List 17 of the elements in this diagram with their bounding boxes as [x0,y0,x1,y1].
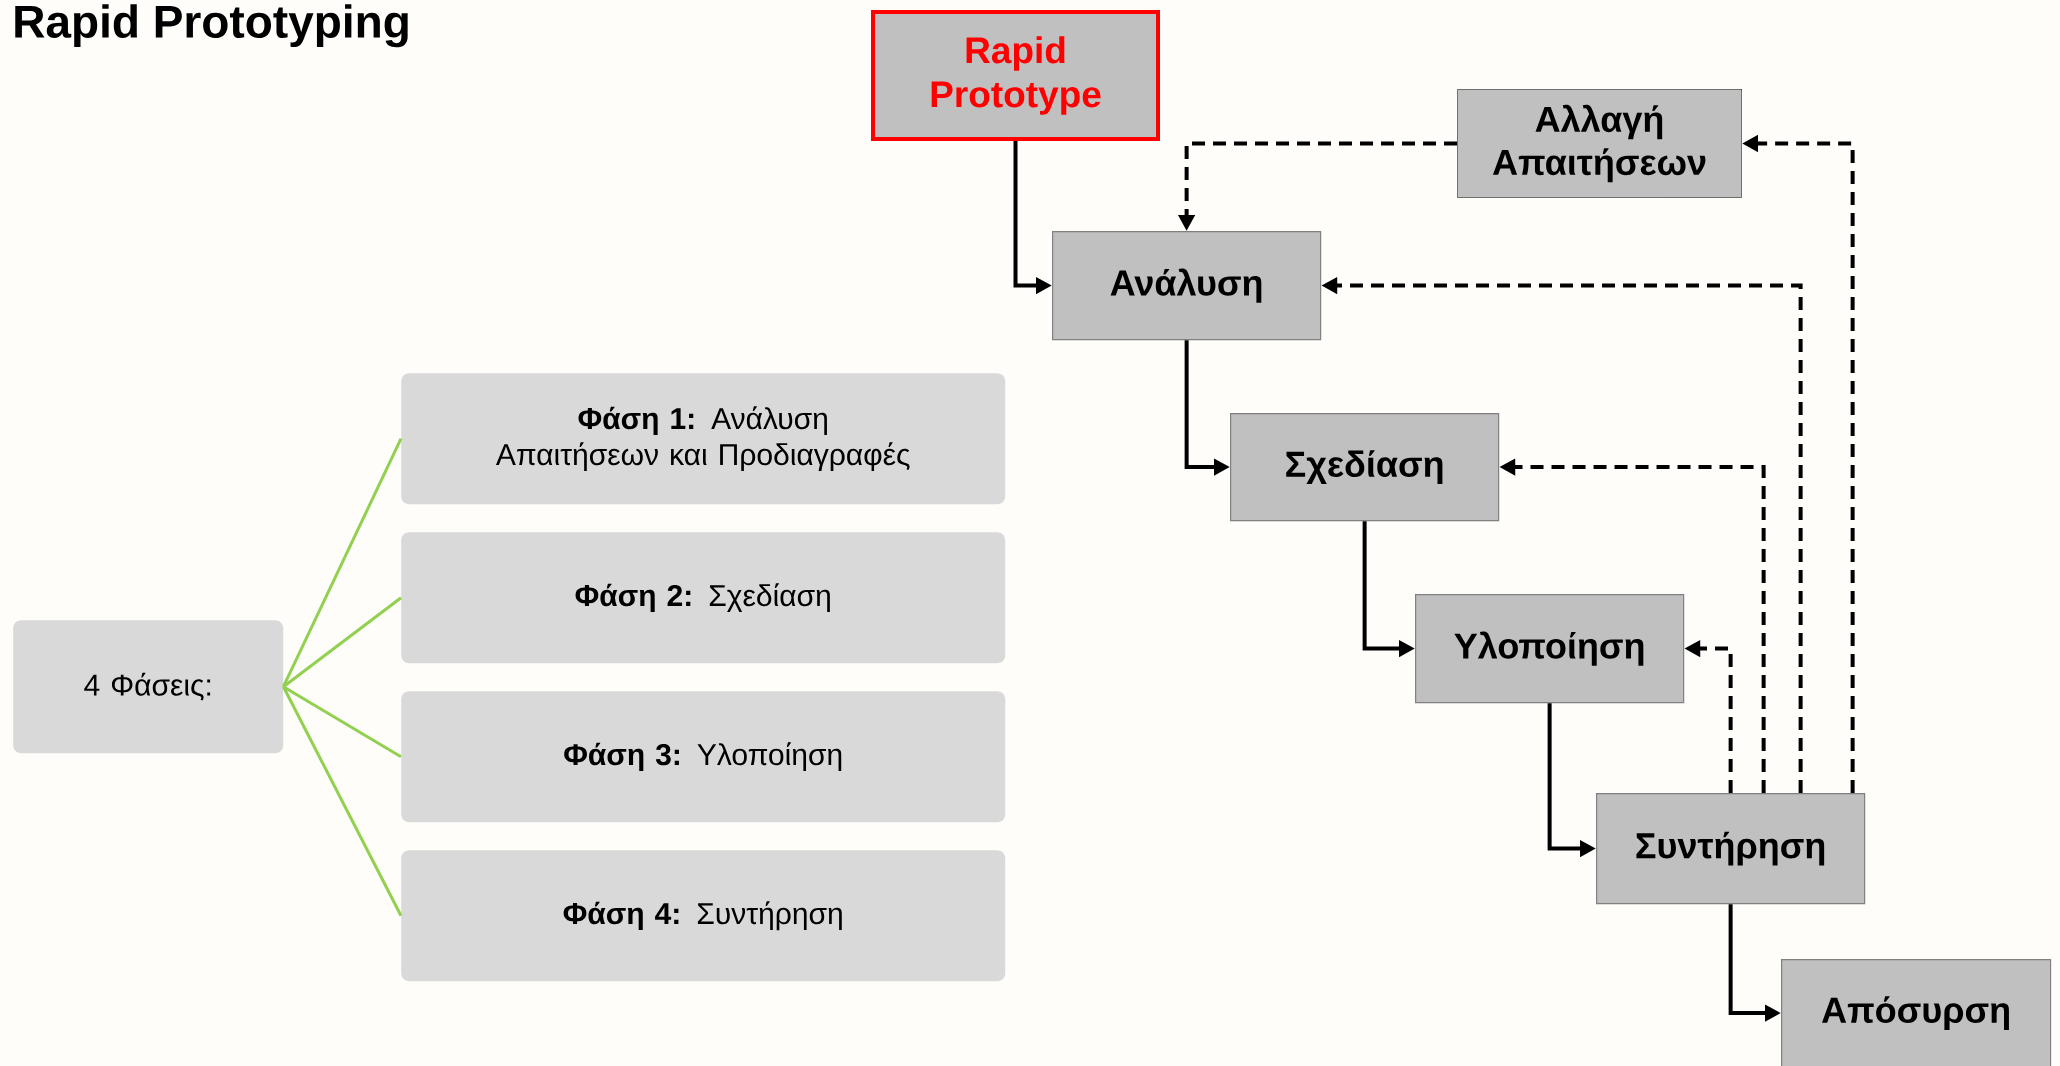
prototype-box: Rapid Prototype [871,10,1160,141]
phase-box: Φάση 2: Σχεδίαση [401,532,1006,664]
connector-line [282,685,402,758]
process-box: Ανάλυση [1052,231,1322,341]
phase-box: Φάση 3: Υλοποίηση [401,691,1006,823]
title: Rapid Prototyping [15,4,408,48]
process-box: Απόσυρση [1781,959,2052,1066]
phase-box: Φάση 4: Συντήρηση [401,850,1006,982]
process-box: Υλοποίηση [1415,594,1685,704]
left-box: 4 Φάσεις: [13,620,284,754]
process-box: Σχεδίαση [1230,413,1500,522]
process-box: Συντήρηση [1596,793,1866,905]
connector-line [282,596,402,688]
connector-line [282,686,403,917]
connector-line [282,438,403,688]
phase-box: Φάση 1: Ανάλυση Απαιτήσεων και Προδιαγραφές [401,373,1006,505]
process-box: Αλλαγή Απαιτήσεων [1457,89,1742,198]
